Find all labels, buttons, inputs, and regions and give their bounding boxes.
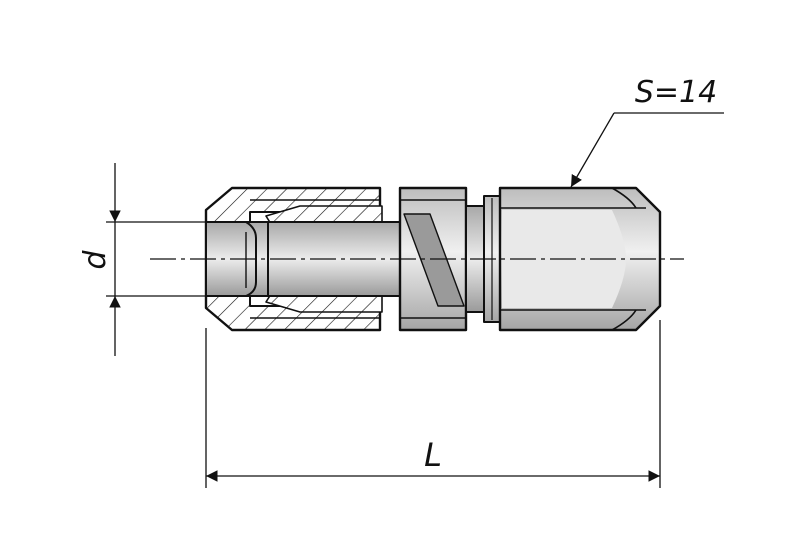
body-cut-shade xyxy=(403,213,465,307)
wrench-size-label: S=14 xyxy=(635,75,717,110)
dimension-lines xyxy=(106,112,724,488)
s-leader-arrow xyxy=(570,112,615,188)
right-hex-chamfer-bottom xyxy=(611,309,637,331)
dimension-d-label: d xyxy=(78,250,113,270)
right-hex-chamfer-top xyxy=(611,187,637,209)
dimension-length-label: L xyxy=(424,436,442,474)
